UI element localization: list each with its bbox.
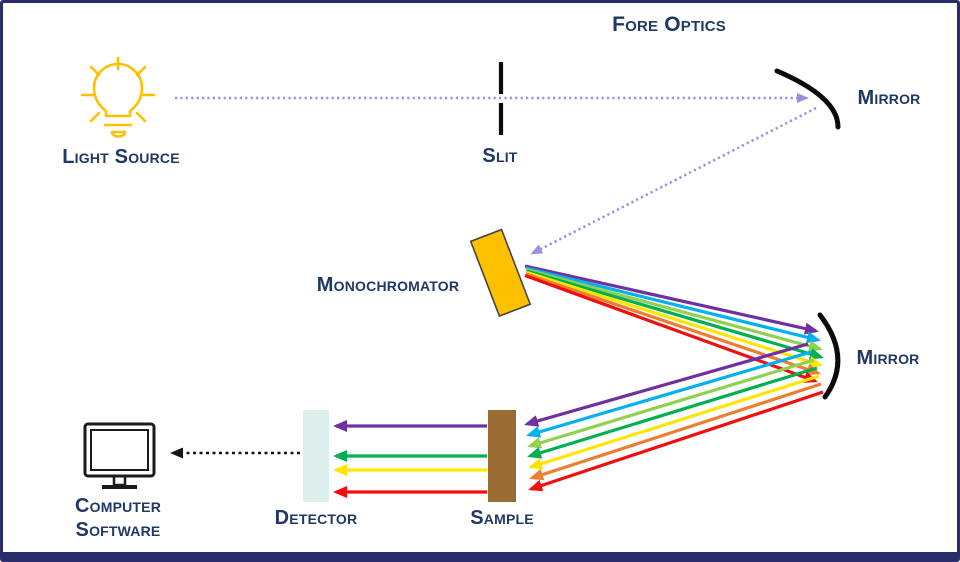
light-bulb-icon	[80, 56, 156, 138]
ray-orange-incident	[525, 272, 821, 376]
ray-green-incident	[526, 269, 824, 360]
monitor-base	[102, 485, 137, 489]
monitor-screen	[90, 429, 149, 471]
ray-light-green-incident	[525, 267, 823, 352]
monitor-outer	[83, 422, 156, 478]
label-monochromator: Monochromator	[316, 274, 460, 296]
ray-yellow-to-sample	[528, 374, 820, 470]
bulb-ray-top-left	[89, 65, 101, 77]
ray-red-to-sample	[528, 390, 824, 492]
fore-mirror-shape	[774, 68, 841, 130]
label-focus-mirror: Mirror	[856, 347, 920, 369]
focus-mirror-shape	[817, 312, 841, 400]
ray-light-green-to-sample	[527, 358, 815, 449]
ray-violet-incident	[524, 264, 819, 335]
diagram-canvas	[80, 56, 841, 502]
label-computer-line1: Computer	[74, 495, 162, 517]
ray-yellow-incident	[526, 270, 823, 368]
label-fore-mirror: Mirror	[857, 87, 921, 109]
bulb-cap	[110, 130, 127, 138]
bulb-ray-top-right	[135, 65, 147, 77]
bulb-ray-bottom-left	[89, 111, 101, 123]
ray-blue-to-sample	[526, 350, 812, 438]
label-computer-line2: Software	[75, 519, 161, 541]
computer-monitor-icon	[83, 422, 156, 489]
ray-blue-incident	[525, 266, 821, 344]
label-sample: Sample	[470, 507, 534, 529]
ray-orange-to-sample	[529, 382, 822, 481]
monochromator-shape	[469, 228, 532, 318]
ray-green-to-sample	[527, 366, 818, 459]
bulb-ray-bottom-right	[135, 111, 147, 123]
sample-shape	[488, 410, 516, 502]
label-light-source: Light Source	[62, 146, 180, 168]
bulb-glass	[92, 62, 144, 118]
ray-violet-to-sample	[524, 342, 809, 427]
label-slit: Slit	[482, 145, 518, 167]
title-fore-optics: Fore Optics	[612, 13, 726, 36]
beam-fore-mirror-to-monochromator	[530, 106, 817, 255]
label-detector: Detector	[274, 507, 358, 529]
detector-shape	[303, 410, 329, 502]
